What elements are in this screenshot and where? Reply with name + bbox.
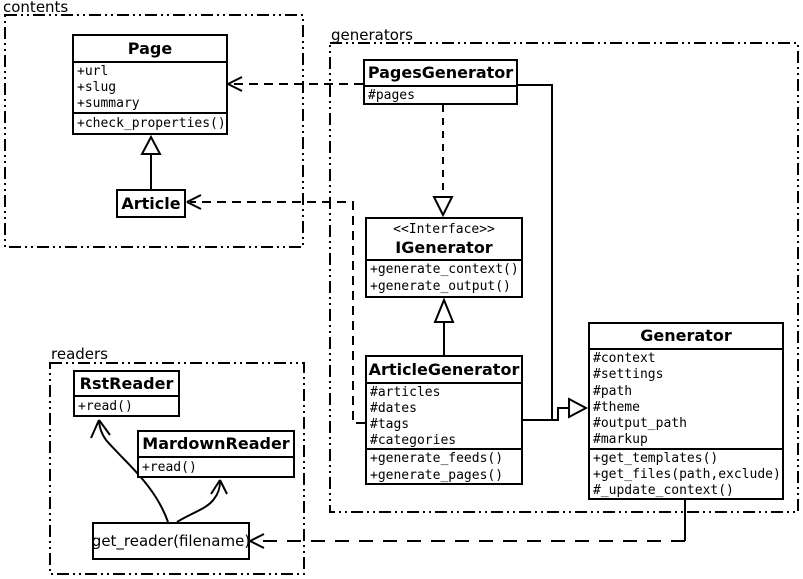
- class-igenerator-methods: +generate_context() +generate_output(): [367, 259, 521, 296]
- rel-pagesgenerator-igenerator-triangle: [432, 196, 454, 218]
- class-member: +get_templates(): [593, 451, 719, 466]
- class-pages-generator-attributes: #pages: [365, 85, 516, 103]
- class-member: #pages: [368, 88, 415, 103]
- class-article-title: Article: [121, 194, 181, 213]
- package-readers-label: readers: [51, 345, 108, 363]
- class-rst-reader-title: RstReader: [79, 374, 174, 393]
- rel-articlegenerator-article-line: [190, 201, 365, 424]
- class-mardown-reader-methods: +read(): [139, 456, 293, 476]
- class-member: +url: [77, 64, 109, 79]
- rel-generator-getreader-arrowhead: [249, 533, 265, 549]
- class-generator: Generator #context #settings #path #them…: [588, 322, 784, 500]
- class-article-generator-attributes: #articles #dates #tags #categories: [367, 382, 521, 448]
- class-member: #dates: [370, 401, 417, 416]
- class-igenerator: <<Interface>> IGenerator +generate_conte…: [365, 217, 523, 298]
- class-member: #articles: [370, 385, 441, 400]
- class-member: #output_path: [593, 416, 687, 432]
- class-article-generator-methods: +generate_feeds() +generate_pages(): [367, 448, 521, 483]
- class-member: #markup: [593, 432, 648, 448]
- class-igenerator-title: <<Interface>> IGenerator: [367, 219, 521, 259]
- class-article-generator: ArticleGenerator #articles #dates #tags …: [365, 355, 523, 485]
- class-member: #categories: [370, 433, 457, 448]
- class-member: #context: [593, 351, 656, 366]
- class-member: +slug: [77, 80, 117, 95]
- rel-article-page-triangle: [140, 134, 162, 155]
- package-generators-label: generators: [331, 26, 413, 44]
- rel-articlegenerator-article-arrowhead: [186, 194, 202, 210]
- class-member: #path: [593, 383, 633, 399]
- class-igenerator-name: IGenerator: [395, 238, 493, 257]
- class-rst-reader-methods: +read(): [75, 395, 178, 415]
- class-member: +summary: [77, 96, 140, 111]
- class-member: #_update_context(): [593, 483, 734, 498]
- class-article-generator-title: ArticleGenerator: [368, 360, 520, 379]
- class-article: Article: [116, 189, 186, 218]
- class-member: #settings: [593, 367, 664, 383]
- package-readers-border: [49, 362, 305, 575]
- class-member: +check_properties(): [77, 116, 226, 131]
- package-contents-label: contents: [3, 0, 69, 16]
- function-get-reader: get_reader(filename): [92, 522, 250, 560]
- package-contents-border: [4, 14, 304, 248]
- rel-getreader-rstreader-line: [98, 421, 169, 523]
- class-page-title: Page: [127, 39, 173, 58]
- class-page-methods: +check_properties(): [74, 112, 226, 133]
- rel-getreader-mardownreader-arrowhead: [210, 479, 228, 495]
- rel-pagesgenerator-generator-line: [518, 84, 553, 420]
- rel-articlegenerator-igenerator-triangle: [433, 297, 455, 323]
- class-page: Page +url +slug +summary +check_properti…: [72, 34, 228, 135]
- class-generator-title: Generator: [640, 326, 732, 345]
- class-member: +read(): [78, 399, 133, 414]
- class-rst-reader: RstReader +read(): [73, 370, 180, 417]
- rel-generator-triangle: [568, 397, 589, 419]
- rel-pagesgenerator-page-arrowhead: [227, 76, 243, 92]
- rel-articlegenerator-generator-line: [523, 407, 569, 421]
- class-member: +generate_pages(): [370, 467, 504, 483]
- function-get-reader-label: get_reader(filename): [91, 532, 251, 550]
- class-member: #theme: [593, 399, 640, 415]
- class-pages-generator-title: PagesGenerator: [367, 63, 514, 82]
- class-member: +generate_feeds(): [370, 451, 504, 466]
- class-member: #tags: [370, 417, 410, 432]
- package-generators-border: [329, 42, 799, 513]
- class-page-attributes: +url +slug +summary: [74, 61, 226, 112]
- class-generator-attributes: #context #settings #path #theme #output_…: [590, 348, 782, 448]
- class-igenerator-stereotype: <<Interface>>: [393, 222, 495, 237]
- class-mardown-reader-title: MardownReader: [142, 434, 290, 453]
- class-generator-methods: +get_templates() +get_files(path,exclude…: [590, 448, 782, 498]
- class-mardown-reader: MardownReader +read(): [137, 430, 295, 478]
- class-member: +get_files(path,exclude): [593, 467, 781, 482]
- rel-getreader-rstreader-arrowhead: [90, 419, 111, 439]
- class-member: +read(): [142, 460, 197, 475]
- class-member: +generate_context(): [370, 262, 519, 277]
- rel-getreader-mardownreader-line: [176, 480, 221, 523]
- class-member: +generate_output(): [370, 278, 511, 294]
- class-pages-generator: PagesGenerator #pages: [363, 59, 518, 105]
